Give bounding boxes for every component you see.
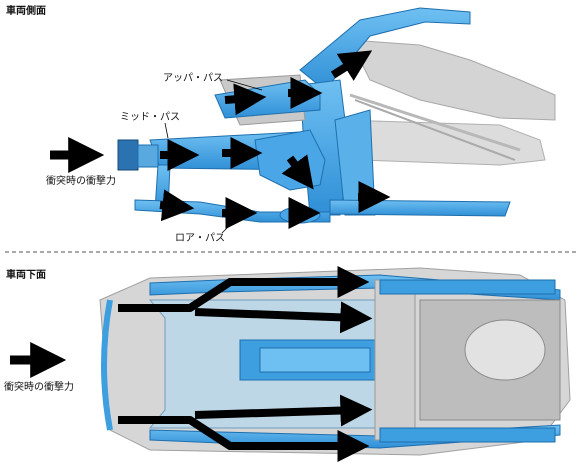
upper-path-arrow-3 — [330, 50, 373, 81]
bottom-view-title: 車両下面 — [6, 270, 46, 281]
side-view-structure — [117, 7, 556, 224]
bottom-view-load-arrows — [10, 266, 373, 462]
upper-path-arrow-1 — [224, 83, 267, 116]
bottom-impact-force-label: 衝突時の衝撃力 — [4, 382, 74, 393]
bottom-view-structure — [99, 267, 571, 456]
lower-path-label: ロア・パス — [175, 233, 225, 244]
bottom-path-upper-outer — [118, 266, 370, 312]
lower-path-arrow-1 — [159, 189, 195, 222]
side-view-load-arrows — [50, 50, 391, 234]
side-impact-force-label: 衝突時の衝撃力 — [46, 176, 116, 187]
upper-path-label: アッパ・パス — [163, 73, 223, 84]
bottom-path-upper-inner — [194, 301, 373, 334]
mid-path-label: ミッド・パス — [120, 112, 180, 123]
mid-path-arrow-3 — [281, 154, 314, 190]
side-view-title: 車両側面 — [6, 6, 46, 17]
bottom-path-lower-outer — [118, 416, 370, 462]
bottom-path-lower-inner — [194, 394, 373, 427]
